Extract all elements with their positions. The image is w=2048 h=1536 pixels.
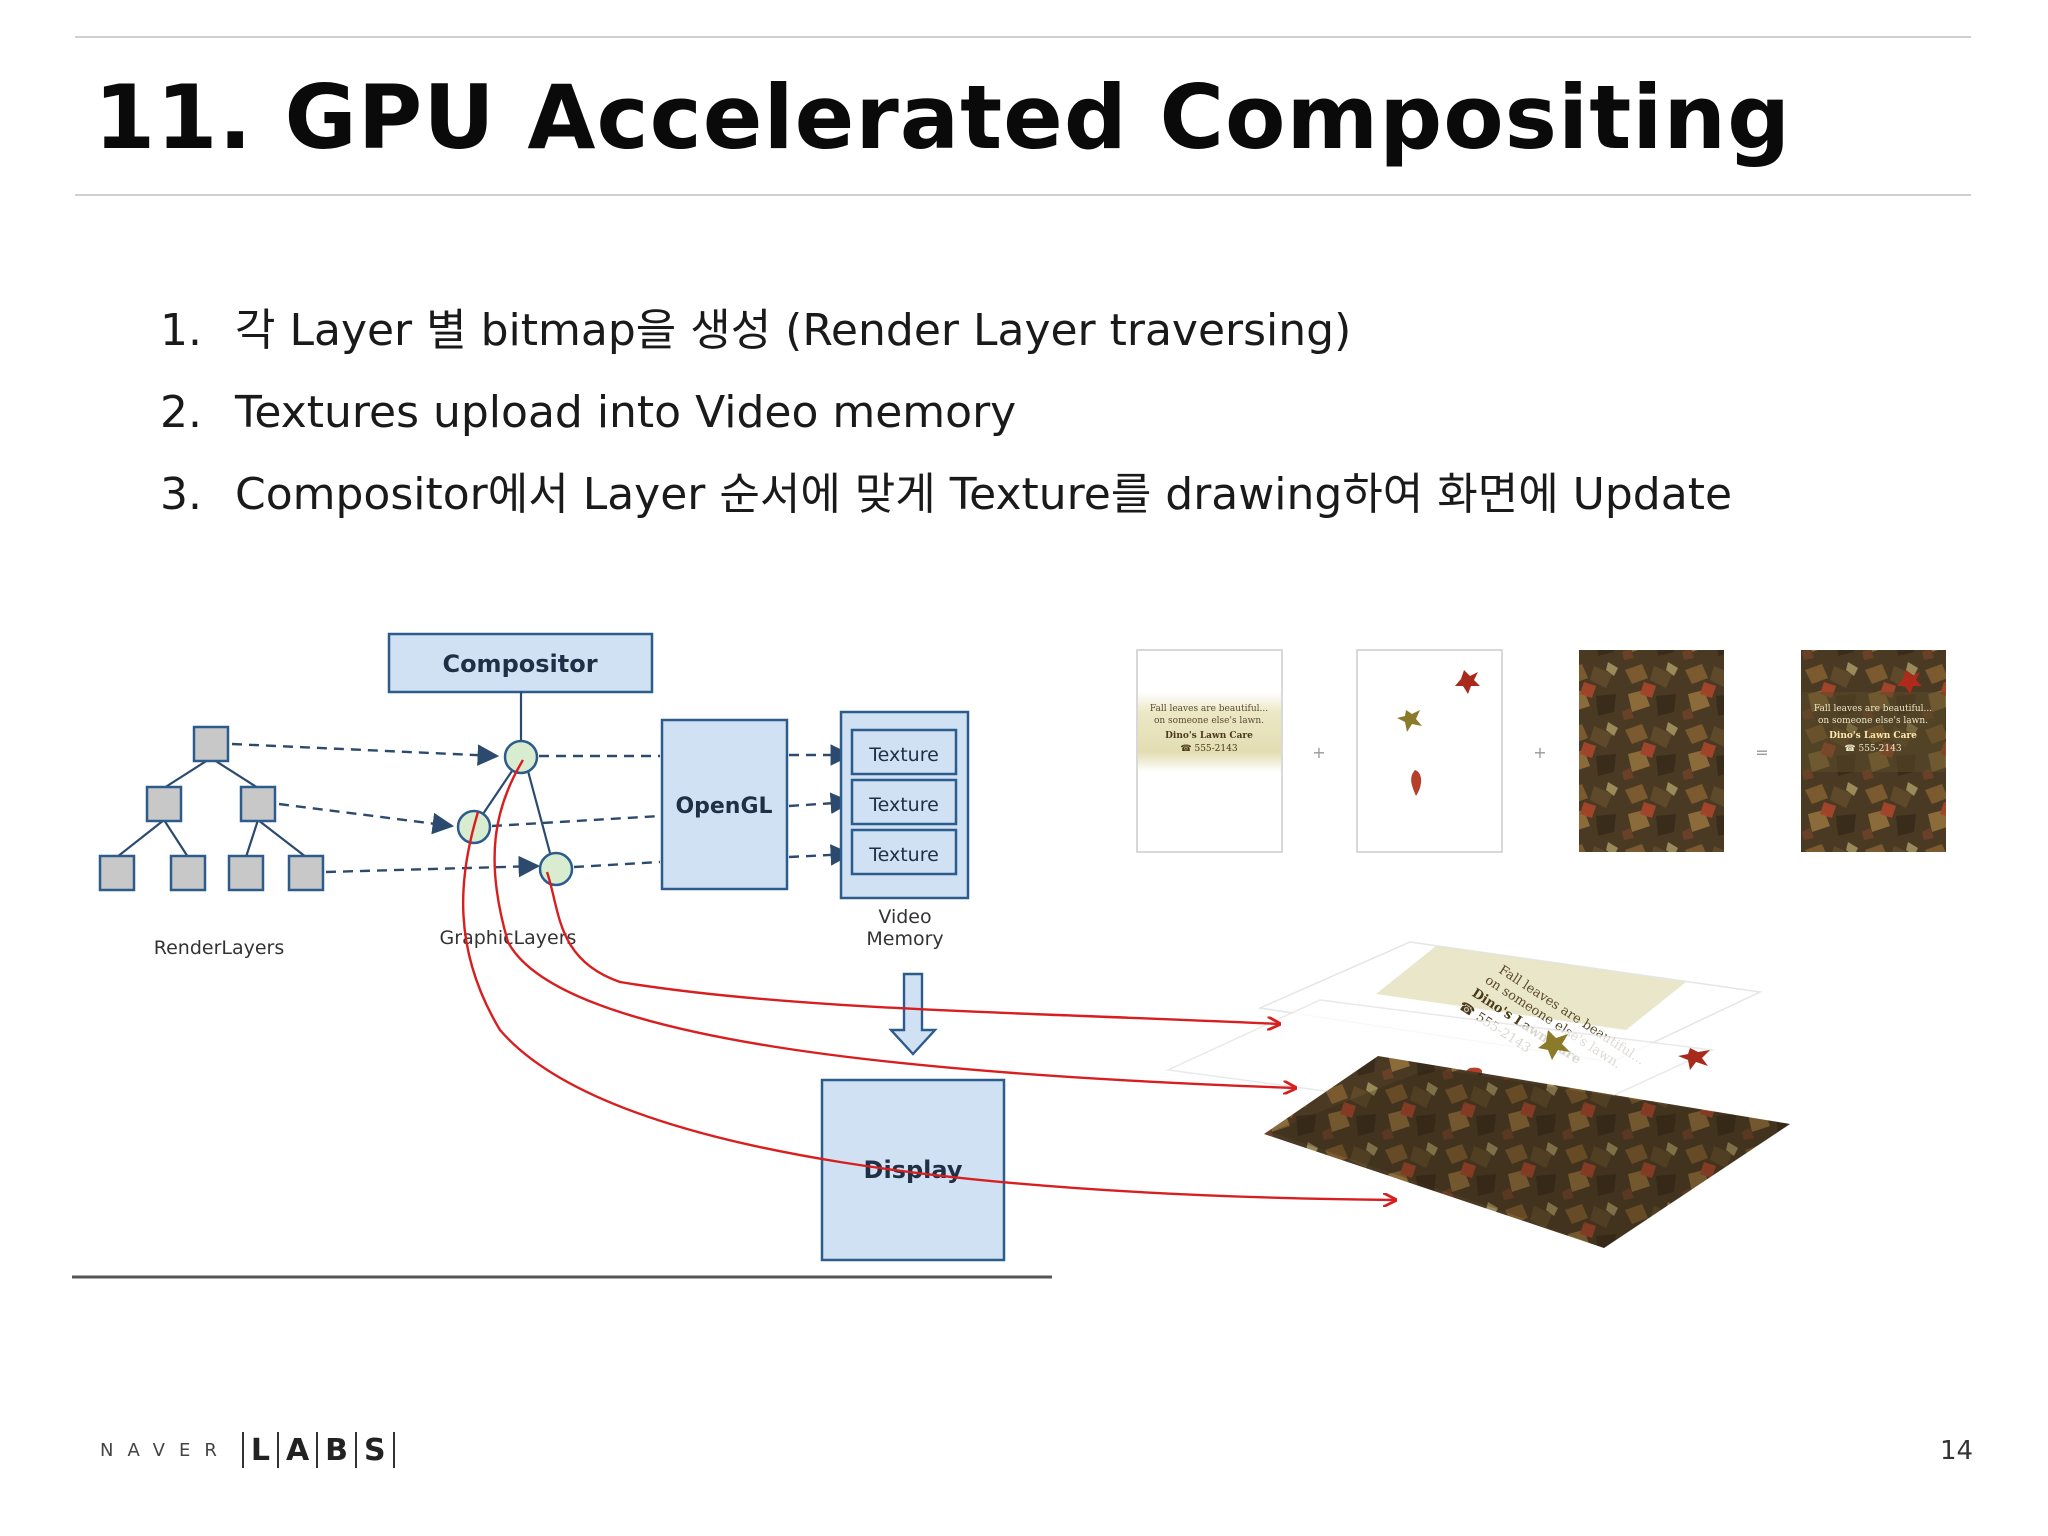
page-number: 14: [1940, 1436, 1974, 1466]
result-band: [1802, 692, 1945, 772]
leaves-layer-thumb: [1356, 649, 1503, 853]
top-rule: [75, 36, 1971, 38]
result-text: Fall leaves are beautiful...: [1814, 704, 1932, 714]
orange-leaf-icon: [1411, 770, 1422, 796]
background-layer-thumb: [1579, 650, 1724, 852]
renderlayer-node: [287, 854, 325, 892]
background-plane-shade: [1270, 1068, 1790, 1248]
renderlayers-nodes: [98, 725, 325, 892]
mapping-arrow: [545, 871, 1280, 1024]
result-text: on someone else's lawn.: [1818, 716, 1928, 726]
compositor-label: Compositor: [442, 650, 597, 678]
opengl-label: OpenGL: [675, 794, 772, 819]
renderlayer-to-graphiclayer-links: [231, 742, 541, 878]
texture-slot: [850, 828, 958, 876]
display-label: Display: [864, 1156, 963, 1184]
mapping-arrows: [461, 759, 1396, 1200]
display-box: [820, 1078, 1006, 1262]
red-leaf-icon: [1897, 670, 1922, 694]
card-text: Dino's Lawn Care: [1165, 731, 1253, 741]
logo-letter: L: [250, 1432, 270, 1468]
red-leaf-icon: [1678, 1048, 1710, 1070]
plus-operator: +: [1533, 743, 1546, 762]
texture-label: Texture: [868, 794, 939, 816]
slide-title: 11. GPU Accelerated Compositing: [94, 66, 1792, 169]
result-text: ☎ 555-2143: [1844, 744, 1901, 754]
graphiclayer-node: [503, 739, 539, 775]
result-text: Dino's Lawn Care: [1829, 731, 1917, 741]
logo-divider: [316, 1432, 319, 1468]
card-text: ☎ 555-2143: [1180, 744, 1237, 754]
logo-letter: B: [325, 1432, 349, 1468]
renderlayer-node: [169, 854, 207, 892]
bullet-text: Compositor에서 Layer 순서에 맞게 Texture를 drawi…: [235, 469, 1733, 520]
yellow-leaf-icon: [1538, 1030, 1570, 1060]
graphiclayers-tree-edges: [482, 770, 552, 854]
bullet-text: 각 Layer 별 bitmap을 생성 (Render Layer trave…: [235, 305, 1352, 356]
logo-divider: [276, 1432, 279, 1468]
bullet-text: Textures upload into Video memory: [235, 387, 1017, 438]
renderlayers-label: RenderLayers: [154, 937, 285, 959]
bullet-list: 1. 각 Layer 별 bitmap을 생성 (Render Layer tra…: [160, 290, 1732, 536]
bullet-item-1: 1. 각 Layer 별 bitmap을 생성 (Render Layer tra…: [160, 290, 1732, 372]
logo-divider: [392, 1432, 395, 1468]
bullet-number: 1.: [160, 305, 202, 356]
card-text: Fall leaves are beautiful...: [1150, 704, 1268, 714]
naver-labs-logo: NAVER L A B S: [100, 1432, 402, 1468]
texture-slot: [850, 728, 958, 776]
mapping-arrow: [493, 759, 1296, 1088]
logo-divider: [355, 1432, 358, 1468]
red-leaf-icon: [1455, 670, 1480, 694]
card-text: on someone else's lawn.: [1154, 716, 1264, 726]
texture-label: Texture: [868, 844, 939, 866]
logo-naver-text: NAVER: [100, 1439, 231, 1461]
texture-slot: [850, 778, 958, 826]
compositor-box: [387, 632, 654, 694]
logo-divider: [241, 1432, 244, 1468]
yellow-leaf-icon: [1397, 710, 1422, 732]
bullet-item-3: 3. Compositor에서 Layer 순서에 맞게 Texture를 dra…: [160, 454, 1732, 536]
logo-letter: S: [364, 1432, 386, 1468]
graphiclayers-nodes: [456, 739, 574, 887]
texture-label: Texture: [868, 744, 939, 766]
graphiclayer-to-opengl-links: [491, 754, 661, 869]
title-underline: [75, 194, 1971, 196]
video-memory-label: Memory: [866, 928, 943, 950]
plus-operator: +: [1312, 743, 1325, 762]
renderlayer-node: [227, 854, 265, 892]
bullet-number: 2.: [160, 387, 202, 438]
graphiclayer-node: [538, 851, 574, 887]
equals-operator: =: [1755, 743, 1768, 762]
background-plane: [1264, 1056, 1790, 1248]
opengl-box: [660, 718, 789, 891]
renderlayer-node: [239, 785, 277, 823]
card-plane-band: [1376, 946, 1686, 1030]
renderlayer-node: [192, 725, 230, 763]
video-memory-label: Video: [878, 906, 931, 928]
logo-letter: A: [285, 1432, 310, 1468]
bullet-item-2: 2. Textures upload into Video memory: [160, 372, 1732, 454]
logo-labs: L A B S: [235, 1432, 402, 1468]
renderlayers-tree-edges: [116, 757, 307, 858]
renderlayer-node: [145, 785, 183, 823]
mapping-arrow: [461, 811, 1396, 1200]
bullet-number: 3.: [160, 469, 202, 520]
down-arrow-icon: [888, 972, 938, 1056]
renderlayer-node: [98, 854, 136, 892]
card-band: [1138, 692, 1281, 772]
